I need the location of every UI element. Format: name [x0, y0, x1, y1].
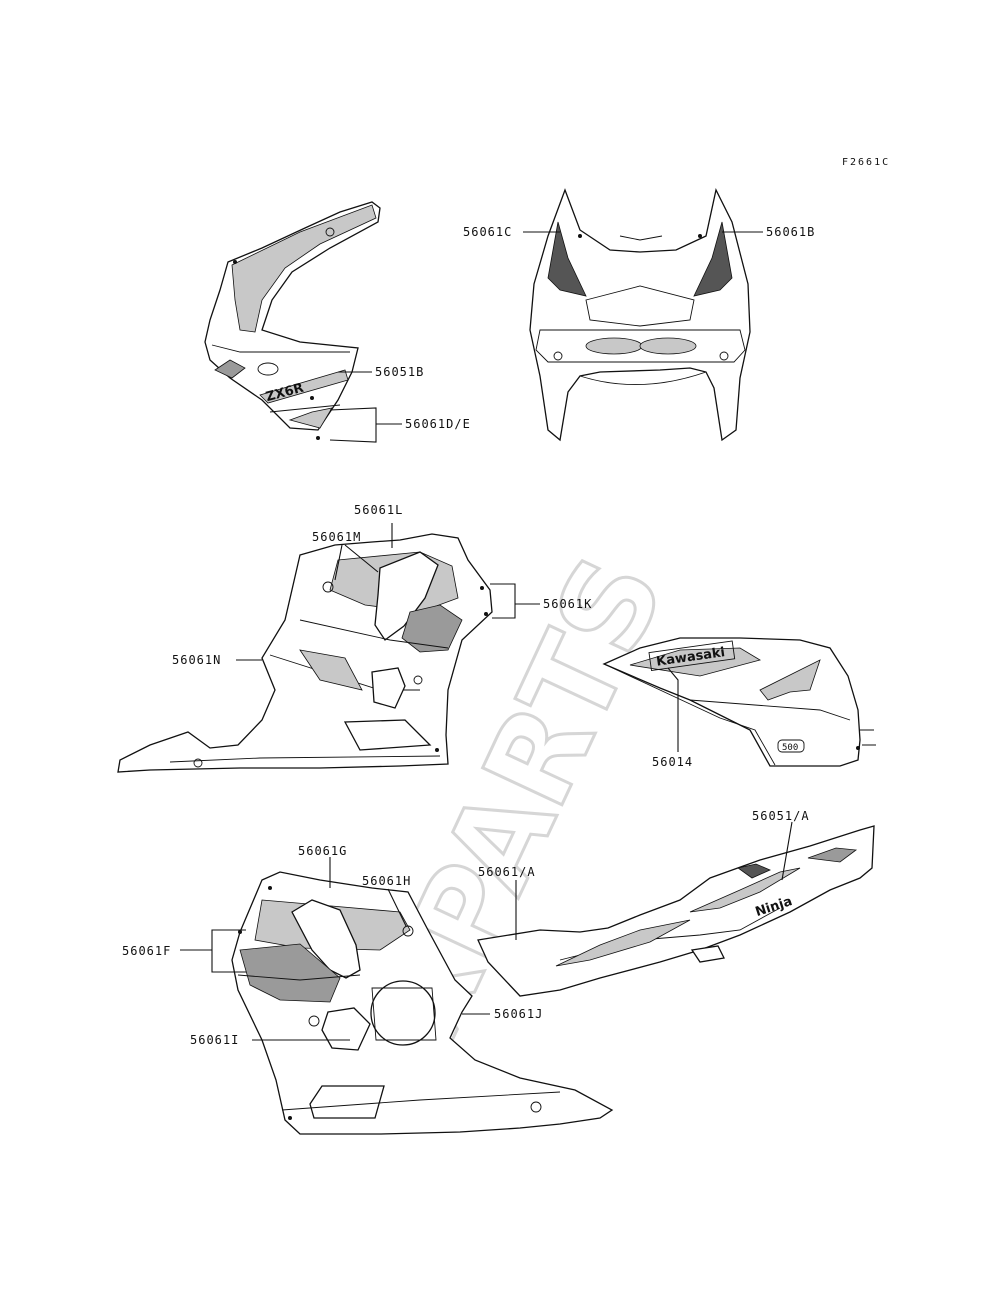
label-56061I: 56061I: [190, 1033, 239, 1047]
lower-fairing-part: [231, 871, 614, 1135]
label-56061F: 56061F: [122, 944, 171, 958]
label-56061-A: 56061/A: [478, 865, 536, 879]
label-56061D-E: 56061D/E: [405, 417, 471, 431]
label-56061N: 56061N: [172, 653, 221, 667]
label-56061B: 56061B: [766, 225, 815, 239]
label-56061C: 56061C: [463, 225, 512, 239]
label-56051B: 56051B: [375, 365, 424, 379]
label-56051-A: 56051/A: [752, 809, 810, 823]
label-56061K: 56061K: [543, 597, 592, 611]
label-56061L: 56061L: [354, 503, 403, 517]
figure-code: F2661C: [842, 157, 890, 168]
label-56061G: 56061G: [298, 844, 347, 858]
label-56061M: 56061M: [312, 530, 361, 544]
fuel-tank-part: Kawasaki 500: [602, 637, 876, 767]
label-56061J: 56061J: [494, 1007, 543, 1021]
label-56014: 56014: [652, 755, 693, 769]
seat-cowl-part: Ninja: [477, 825, 875, 997]
label-56061H: 56061H: [362, 874, 411, 888]
upper-fairing-side-part: ZX6R: [204, 201, 381, 440]
front-fairing-part: [529, 188, 751, 442]
tank-badge-text: 500: [782, 743, 798, 753]
middle-lower-fairing-part: [117, 533, 493, 773]
